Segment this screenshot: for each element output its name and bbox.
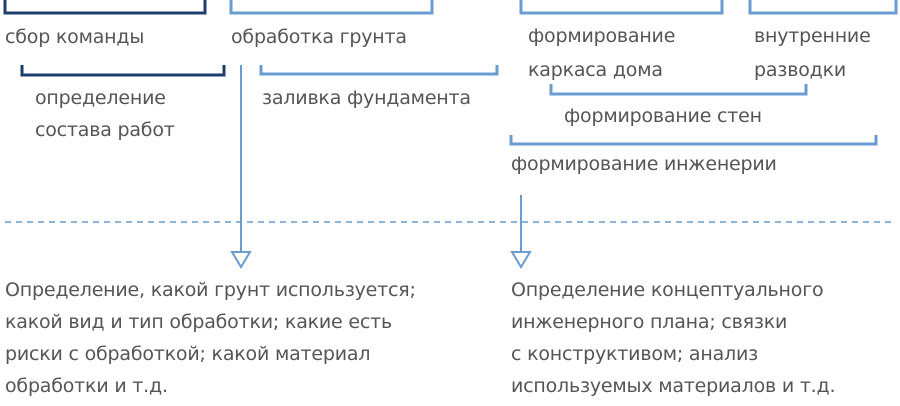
stage-wiring: внутренние разводки [754,19,871,87]
note-line: какой вид и тип обработки; какие есть [5,311,392,333]
note-line: используемых материалов и т.д. [511,375,836,397]
note-line: Определение, какой грунт используется; [5,279,416,301]
bracket-foundation [259,65,499,76]
stage-engineering: формирование инженерии [511,153,777,175]
note-right: Определение концептуального инженерного … [511,274,836,402]
stage-scope-line: определение [35,87,166,109]
note-line: инженерного плана; связки [511,311,788,333]
bracket-wiring [748,0,898,15]
stage-scope-line: состава работ [35,119,175,141]
stage-scope: определение состава работ [35,82,175,146]
stage-wiring-line: разводки [754,59,846,81]
bracket-frame [519,0,724,15]
bracket-engineering [509,135,878,146]
note-left: Определение, какой грунт используется; к… [5,274,416,402]
stage-walls: формирование стен [564,105,762,127]
stage-frame-line: каркаса дома [528,59,663,81]
note-line: обработки и т.д. [5,375,168,397]
note-line: риски с обработкой; какой материал [5,343,371,365]
stage-foundation: заливка фундамента [262,87,471,109]
arrow-left-head-icon [230,251,252,269]
stage-frame: формирование каркаса дома [528,19,675,87]
note-line: с конструктивом; анализ [511,343,759,365]
stage-frame-line: формирование [528,25,676,47]
note-line: Определение концептуального [511,279,824,301]
bracket-soil [229,0,434,15]
arrow-right-head-icon [510,251,532,269]
bracket-team [3,0,207,15]
bracket-scope [20,65,226,77]
bracket-walls [549,84,808,96]
stage-wiring-line: внутренние [754,25,871,47]
stage-team: сбор команды [5,26,145,48]
stage-soil: обработка грунта [231,26,407,48]
